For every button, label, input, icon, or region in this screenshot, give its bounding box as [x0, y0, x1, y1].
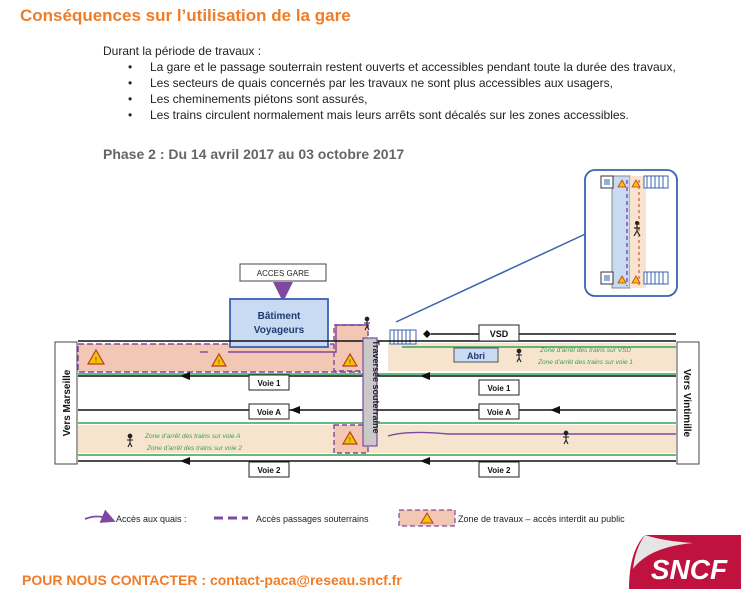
- warning-icon: !: [86, 348, 106, 365]
- page-title: Conséquences sur l’utilisation de la gar…: [20, 6, 351, 25]
- traversee-label: Traversée souterraine: [371, 340, 381, 434]
- station-diagram: ACCES GARE Bâtiment Voyageurs Traversée …: [54, 169, 700, 527]
- access-path: [228, 324, 369, 353]
- vers-vintimille-label: Vers Vintimille: [681, 369, 692, 438]
- zoom-inset: [395, 169, 678, 323]
- bullet-list: La gare et le passage souterrain restent…: [128, 59, 676, 123]
- zone-voie1-label: Zone d’arrêt des trains sur voie 1: [537, 359, 633, 366]
- voie1-label-left: Voie 1: [258, 379, 282, 388]
- warning-icon: [631, 275, 641, 284]
- svg-text:!: !: [349, 360, 351, 366]
- warning-icon: !: [210, 352, 228, 367]
- intro-text: Durant la période de travaux :: [103, 44, 262, 58]
- warning-icon: !: [341, 352, 359, 367]
- svg-text:!: !: [218, 360, 220, 366]
- svg-text:!: !: [95, 357, 97, 364]
- legend-acces-passages: Accès passages souterrains: [256, 514, 369, 524]
- list-item: Les secteurs de quais concernés par les …: [128, 75, 676, 91]
- batiment-voyageurs: [229, 298, 329, 348]
- pedestrian-icon: [516, 348, 522, 363]
- list-item: Les cheminements piétons sont assurés,: [128, 91, 676, 107]
- contact-line: POUR NOUS CONTACTER : contact-paca@resea…: [22, 572, 402, 588]
- voieA-label-left: Voie A: [257, 408, 281, 417]
- pedestrian-icon: [364, 316, 370, 331]
- sncf-logo: SNCF: [629, 535, 741, 589]
- vsd-label: VSD: [490, 329, 509, 339]
- list-item: Les trains circulent normalement mais le…: [128, 107, 676, 123]
- pedestrian-icon: [127, 433, 133, 448]
- svg-text:!: !: [349, 438, 351, 444]
- voie2-label-left: Voie 2: [258, 466, 282, 475]
- warning-icon: [617, 179, 627, 188]
- direction-arrows: [180, 372, 560, 465]
- legend-zone-travaux: Zone de travaux – accès interdit au publ…: [458, 514, 625, 524]
- zone-vsd-label: Zone d’arrêt des trains sur VSD: [539, 347, 631, 354]
- zone-voieA-label: Zone d’arrêt des trains sur voie A: [144, 433, 241, 440]
- legend: Accès aux quais : Accès passages souterr…: [84, 509, 625, 527]
- warning-icon: [617, 275, 627, 284]
- abri-label: Abri: [467, 351, 485, 361]
- batiment-label-2: Voyageurs: [254, 325, 305, 336]
- legend-acces-quais: Accès aux quais :: [116, 514, 187, 524]
- voie2-label-right: Voie 2: [488, 466, 512, 475]
- warning-icon: [631, 179, 641, 188]
- vers-marseille-label: Vers Marseille: [62, 369, 73, 436]
- batiment-label-1: Bâtiment: [258, 311, 301, 322]
- pedestrian-icon: [563, 430, 569, 445]
- voie1-label-right: Voie 1: [488, 384, 512, 393]
- list-item: La gare et le passage souterrain restent…: [128, 59, 676, 75]
- pedestrian-icon: [633, 221, 641, 237]
- acces-gare-label: ACCES GARE: [257, 269, 309, 278]
- warning-icon: !: [341, 430, 359, 445]
- zone-voie2-label: Zone d’arrêt des trains sur voie 2: [146, 445, 242, 452]
- phase-heading: Phase 2 : Du 14 avril 2017 au 03 octobre…: [103, 146, 405, 162]
- voieA-label-right: Voie A: [487, 408, 511, 417]
- sncf-logo-text: SNCF: [651, 554, 728, 585]
